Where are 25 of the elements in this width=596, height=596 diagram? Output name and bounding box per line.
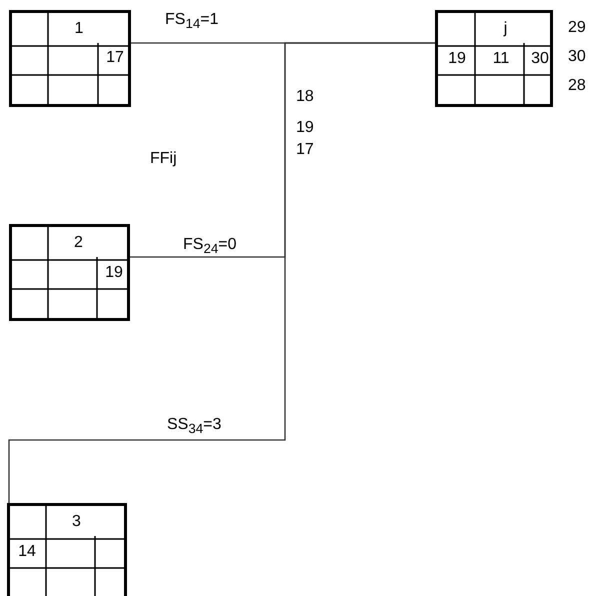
activity-box <box>9 10 131 107</box>
edge-label: SS$_{34}$=3 <box>167 417 222 436</box>
cell-value: 11 <box>492 51 510 67</box>
cell-value: 30 <box>530 51 550 67</box>
cell-value: 3 <box>71 514 82 530</box>
edge-label: FS$_{24}$=0 <box>183 237 237 256</box>
side-value: 28 <box>568 78 586 94</box>
side-value: 30 <box>568 49 586 65</box>
activity-box <box>435 10 553 107</box>
cell-value: 2 <box>73 235 84 251</box>
note-text: 18 <box>296 89 314 105</box>
connector-line <box>8 42 435 503</box>
cell-value: 14 <box>17 544 37 560</box>
cell-value: 19 <box>104 265 124 281</box>
note-text: FFij <box>150 151 177 167</box>
activity-box <box>7 503 127 596</box>
cell-value: 17 <box>105 50 125 66</box>
cell-value: 1 <box>74 21 84 37</box>
cell-value: j <box>502 21 508 37</box>
activity-box <box>9 224 130 321</box>
note-text: 17 <box>296 142 314 158</box>
cell-value: 19 <box>447 51 467 67</box>
note-text: 19 <box>296 120 314 136</box>
side-value: 29 <box>568 20 586 36</box>
edge-label: FS$_{14}$=1 <box>165 12 219 31</box>
